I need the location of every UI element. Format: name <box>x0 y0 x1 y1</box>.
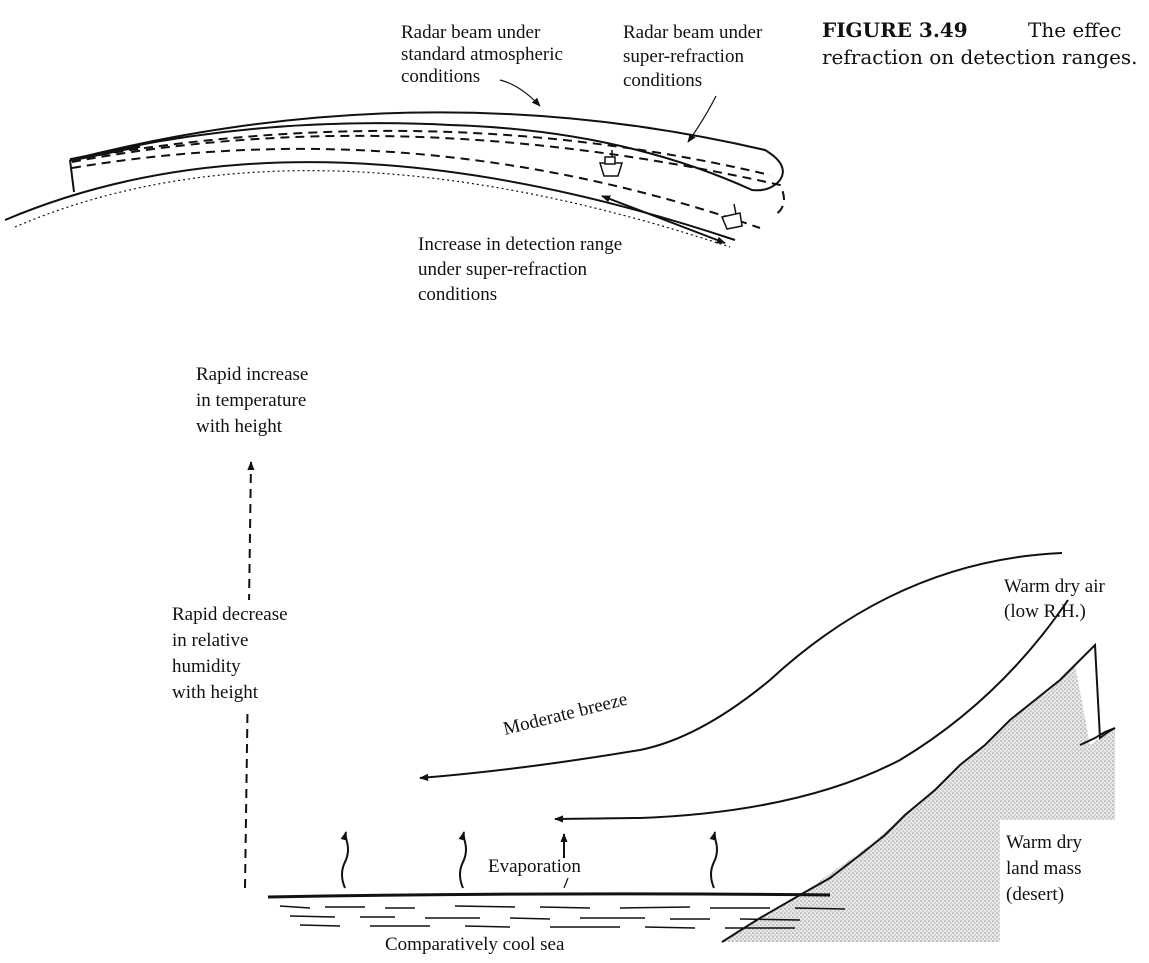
land-mass-label: Warm dry land mass (desert) <box>1006 832 1087 905</box>
super-refraction-diagram: Radar beam under standard atmospheric co… <box>4 22 785 305</box>
evaporation-arrows <box>340 831 718 889</box>
evaporation-duct-diagram: Rapid increase in temperature with heigh… <box>168 364 1116 955</box>
warm-air-label: Warm dry air (low R.H.) <box>1004 576 1110 622</box>
land-label-bg <box>1000 820 1115 942</box>
land-outline <box>721 642 1116 943</box>
evaporation-label: Evaporation <box>488 856 581 877</box>
lower-breeze-arrow <box>554 599 1069 823</box>
caption-figure-number: FIGURE 3.49 <box>822 18 968 42</box>
super-refraction-beam-upper <box>71 134 785 216</box>
humidity-label-bg <box>168 600 316 708</box>
moderate-breeze-arrow <box>419 552 1063 781</box>
caption-line-1: The effec <box>1028 18 1122 42</box>
temperature-label: Rapid increase in temperature with heigh… <box>196 364 313 437</box>
earth-surface-line <box>4 161 736 241</box>
super-label-leader <box>687 95 717 143</box>
super-beam-label: Radar beam under super-refraction condit… <box>623 22 767 91</box>
sea-label: Comparatively cool sea <box>385 934 565 955</box>
sea-surface <box>267 892 831 899</box>
standard-beam-envelope <box>69 111 784 192</box>
standard-label-leader <box>499 79 541 107</box>
near-ship-icon <box>598 150 624 177</box>
beam-origin-bold <box>69 144 141 162</box>
moderate-breeze-label: Moderate breeze <box>501 689 629 740</box>
humidity-label: Rapid decrease in relative humidity with… <box>172 604 292 703</box>
far-ship-icon <box>720 203 743 230</box>
caption-line-2: refraction on detection ranges. <box>822 45 1138 69</box>
land-ridge <box>1079 727 1116 746</box>
standard-beam-label: Radar beam under standard atmospheric co… <box>401 22 568 87</box>
super-refraction-beam-lower <box>71 147 761 229</box>
figure-caption: FIGURE 3.49 The effec refraction on dete… <box>822 18 1138 69</box>
sea-ripples <box>279 905 846 929</box>
detection-range-label: Increase in detection range under super-… <box>418 234 627 305</box>
radar-mast <box>69 159 75 193</box>
standard-beam-centre <box>69 129 771 176</box>
detection-range-arrow <box>601 195 726 244</box>
